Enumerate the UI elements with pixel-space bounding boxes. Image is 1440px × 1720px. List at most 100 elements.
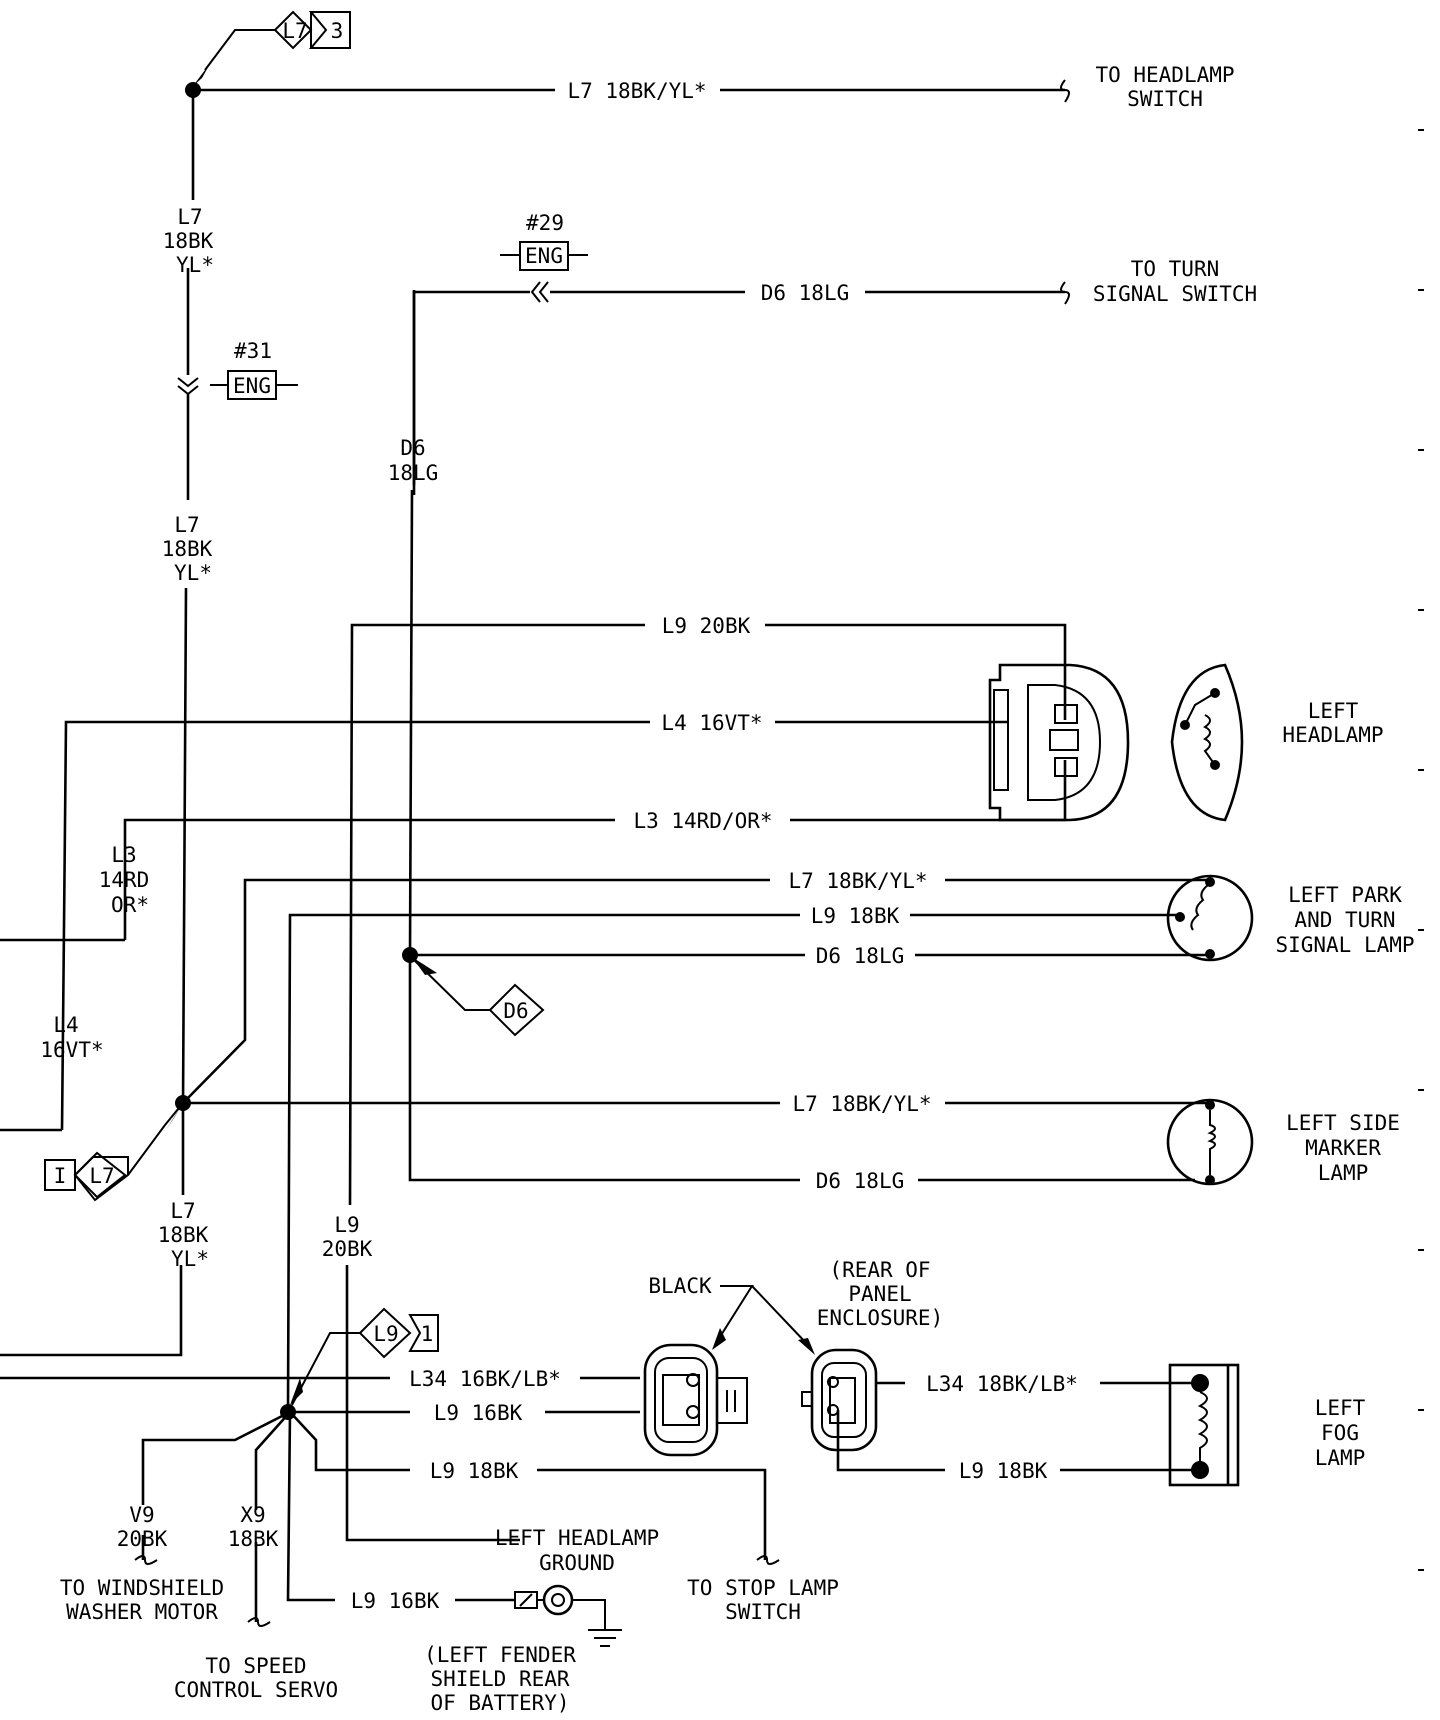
wire-label: 18BK [158, 1223, 209, 1247]
wire-label: L7 [170, 1199, 195, 1223]
wire-label: L7 18BK/YL* [788, 869, 927, 893]
wire-label: L7 [174, 513, 199, 537]
fender-note: (LEFT FENDER SHIELD REAR OF BATTERY) [424, 1643, 576, 1715]
wire-label: L7 [177, 205, 202, 229]
svg-text:TO SPEED: TO SPEED [205, 1654, 306, 1678]
splice-ref-d6: D6 [412, 957, 545, 1037]
splice-ref-l9-bottom: L9 1 [290, 1307, 439, 1406]
splice-ref-l7-top: L7 3 [193, 10, 351, 86]
wire-label: L4 [53, 1013, 78, 1037]
svg-text:LEFT SIDE: LEFT SIDE [1286, 1111, 1400, 1135]
destination-windshield-washer: TO WINDSHIELD WASHER MOTOR [60, 1576, 224, 1624]
svg-text:SWITCH: SWITCH [1127, 87, 1203, 111]
wire-label: 18LG [388, 461, 439, 485]
wire-label: YL* [171, 1247, 209, 1271]
margin-ticks [1418, 129, 1424, 1571]
svg-text:BLACK: BLACK [648, 1274, 712, 1298]
svg-text:LEFT: LEFT [1308, 699, 1359, 723]
svg-text:ENCLOSURE): ENCLOSURE) [817, 1306, 943, 1330]
splice-ref-wire: L7 [89, 1164, 114, 1188]
wire-label: L4 16VT* [661, 711, 762, 735]
splice-ref-l7-left: I L7 [44, 1102, 184, 1202]
svg-text:TO WINDSHIELD: TO WINDSHIELD [60, 1576, 224, 1600]
svg-text:AND TURN: AND TURN [1294, 908, 1395, 932]
headlamp-connector [988, 663, 1130, 822]
connector-number: #29 [526, 211, 564, 235]
svg-text:MARKER: MARKER [1305, 1136, 1381, 1160]
splice-ref-wire: L9 [373, 1322, 398, 1346]
svg-text:LEFT PARK: LEFT PARK [1288, 883, 1402, 907]
svg-text:(REAR OF: (REAR OF [829, 1258, 930, 1282]
connector-number: #31 [234, 339, 272, 363]
wire-label: L3 [111, 843, 136, 867]
headlamp-ground-symbol [514, 1584, 622, 1647]
left-fog-lamp-label: LEFT FOG LAMP [1315, 1396, 1366, 1470]
svg-text:GROUND: GROUND [539, 1551, 615, 1575]
wire-label: 18BK [228, 1527, 279, 1551]
left-side-marker-lamp-symbol [1166, 1098, 1254, 1186]
left-park-turn-lamp-label: LEFT PARK AND TURN SIGNAL LAMP [1275, 883, 1414, 957]
wire-label: D6 18LG [816, 1169, 905, 1193]
splices [175, 82, 418, 1420]
connector-29: #29 ENG [500, 211, 588, 303]
wire-label: 20BK [117, 1527, 168, 1551]
wire-label: L9 18BK [959, 1459, 1048, 1483]
svg-text:OF BATTERY): OF BATTERY) [430, 1691, 569, 1715]
fog-connector-left [643, 1343, 748, 1457]
wire-label: 14RD [99, 868, 150, 892]
wire-label: L9 16BK [434, 1401, 523, 1425]
wire-label: L3 14RD/OR* [633, 809, 772, 833]
callout-rear-panel: (REAR OF PANEL ENCLOSURE) [817, 1258, 943, 1330]
wire-label: YL* [174, 561, 212, 585]
splice-ref-wire: L7 [282, 19, 307, 43]
wire-break-marks [134, 79, 1070, 1627]
left-park-turn-lamp-symbol [1166, 874, 1254, 962]
connector-31: #31 ENG [177, 339, 298, 400]
headlamp-ground-label: LEFT HEADLAMP GROUND [495, 1526, 659, 1575]
wire-label: L7 18BK/YL* [567, 79, 706, 103]
svg-text:FOG: FOG [1321, 1421, 1359, 1445]
connector-label: ENG [233, 374, 271, 398]
fog-connector-right [801, 1348, 878, 1452]
svg-text:HEADLAMP: HEADLAMP [1282, 723, 1383, 747]
left-headlamp-label: LEFT HEADLAMP [1282, 699, 1383, 747]
svg-text:LEFT HEADLAMP: LEFT HEADLAMP [495, 1526, 659, 1550]
wire-label: L9 [334, 1213, 359, 1237]
wire-label: V9 [129, 1503, 154, 1527]
wire-label: 16VT* [40, 1038, 103, 1062]
svg-text:SIGNAL SWITCH: SIGNAL SWITCH [1093, 282, 1257, 306]
splice-ref-page: 1 [421, 1322, 434, 1346]
svg-text:LAMP: LAMP [1318, 1161, 1369, 1185]
svg-text:LEFT: LEFT [1315, 1396, 1366, 1420]
svg-text:TO HEADLAMP: TO HEADLAMP [1095, 63, 1234, 87]
wire-label: D6 18LG [816, 944, 905, 968]
wire-label: D6 [400, 436, 425, 460]
wire-label: L9 20BK [662, 614, 751, 638]
left-headlamp-symbol [1170, 663, 1244, 822]
splice-ref-page: 3 [331, 19, 344, 43]
wire-label: X9 [240, 1503, 265, 1527]
wire-label: L9 18BK [430, 1459, 519, 1483]
svg-text:TO STOP LAMP: TO STOP LAMP [687, 1576, 839, 1600]
wire-label: L9 18BK [811, 904, 900, 928]
destination-speed-control: TO SPEED CONTROL SERVO [174, 1654, 338, 1702]
svg-text:TO TURN: TO TURN [1131, 257, 1220, 281]
wire-label: 20BK [322, 1237, 373, 1261]
wire-label: L34 16BK/LB* [409, 1367, 561, 1391]
wire-label: 18BK [163, 229, 214, 253]
svg-text:SHIELD REAR: SHIELD REAR [430, 1667, 569, 1691]
wire-label: 18BK [162, 537, 213, 561]
left-fog-lamp-symbol [1168, 1363, 1240, 1487]
wire-label: D6 18LG [761, 281, 850, 305]
svg-text:(LEFT FENDER: (LEFT FENDER [424, 1643, 576, 1667]
wire-label: YL* [176, 253, 214, 277]
wire-label: OR* [111, 893, 149, 917]
splice-ref-wire: D6 [503, 999, 528, 1023]
svg-text:LAMP: LAMP [1315, 1446, 1366, 1470]
svg-text:CONTROL SERVO: CONTROL SERVO [174, 1678, 338, 1702]
destination-headlamp-switch: TO HEADLAMP SWITCH [1095, 63, 1234, 111]
left-side-marker-lamp-label: LEFT SIDE MARKER LAMP [1286, 1111, 1400, 1185]
destination-turn-signal-switch: TO TURN SIGNAL SWITCH [1093, 257, 1257, 306]
wire-network [0, 88, 1210, 1622]
